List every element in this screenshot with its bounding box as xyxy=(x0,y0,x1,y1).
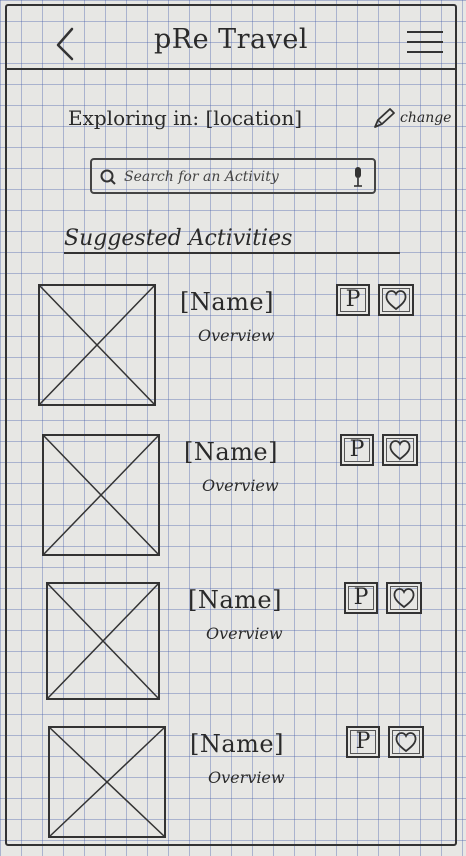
p-button[interactable]: P xyxy=(346,726,380,758)
chevron-left-icon xyxy=(56,27,74,61)
p-button[interactable]: P xyxy=(336,284,370,316)
menu-button[interactable] xyxy=(407,31,443,57)
heart-icon xyxy=(389,440,411,461)
activity-card-2[interactable]: [Name] Overview P xyxy=(42,434,442,564)
activity-name: [Name] xyxy=(188,586,282,614)
p-button[interactable]: P xyxy=(344,582,378,614)
change-label: change xyxy=(400,110,452,126)
activity-card-3[interactable]: [Name] Overview P xyxy=(46,582,446,712)
favorite-button[interactable] xyxy=(378,284,414,316)
section-divider xyxy=(64,252,400,254)
heart-icon xyxy=(385,290,407,311)
activity-overview: Overview xyxy=(208,768,285,787)
activity-name: [Name] xyxy=(190,730,284,758)
activity-overview: Overview xyxy=(198,326,275,345)
activity-image-placeholder xyxy=(46,582,162,702)
search-icon xyxy=(100,169,116,185)
activity-name: [Name] xyxy=(180,288,274,316)
activity-name: [Name] xyxy=(184,438,278,466)
favorite-button[interactable] xyxy=(388,726,424,758)
activity-image-placeholder xyxy=(38,284,156,406)
pencil-icon xyxy=(374,108,395,128)
favorite-button[interactable] xyxy=(386,582,422,614)
heart-icon xyxy=(395,732,417,753)
activity-overview: Overview xyxy=(206,624,283,643)
p-button[interactable]: P xyxy=(340,434,374,466)
section-title: Suggested Activities xyxy=(64,226,293,251)
back-button[interactable] xyxy=(53,26,83,62)
app-header: pRe Travel xyxy=(5,4,457,70)
app-title: pRe Travel xyxy=(153,24,309,55)
favorite-button[interactable] xyxy=(382,434,418,466)
phone-frame xyxy=(5,4,457,846)
activity-overview: Overview xyxy=(202,476,279,495)
activity-image-placeholder xyxy=(42,434,160,556)
change-location-button[interactable]: change xyxy=(372,104,451,132)
activity-card-1[interactable]: [Name] Overview P xyxy=(38,284,438,414)
activity-card-4[interactable]: [Name] Overview P xyxy=(48,726,448,856)
location-label: Exploring in: [location] xyxy=(68,106,303,130)
hamburger-menu-icon xyxy=(407,31,443,33)
heart-icon xyxy=(393,588,415,609)
microphone-icon[interactable] xyxy=(352,166,364,188)
search-bar xyxy=(90,158,376,194)
activity-image-placeholder xyxy=(48,726,166,846)
search-input[interactable] xyxy=(122,165,346,189)
